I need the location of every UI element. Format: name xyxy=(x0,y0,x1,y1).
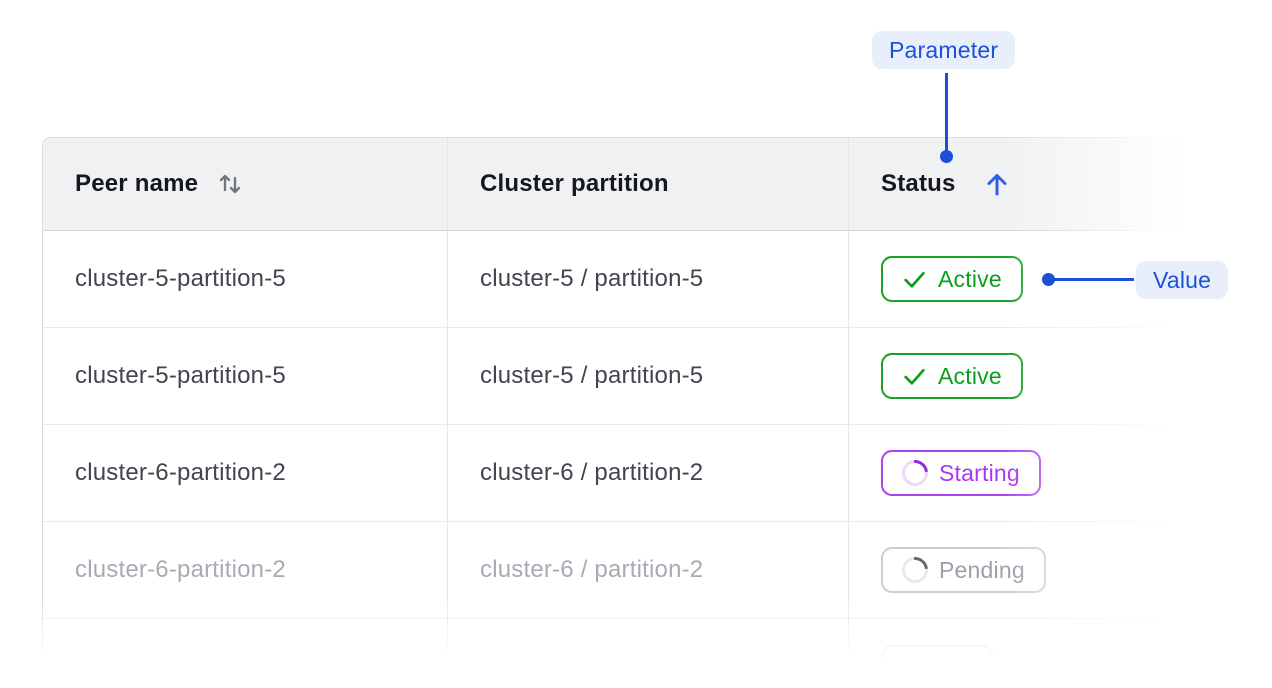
column-header-status[interactable]: Status xyxy=(848,138,1272,230)
cluster-partition-cell: cluster-5 / partition-5 xyxy=(447,328,848,424)
check-icon xyxy=(902,267,927,292)
spinner-icon xyxy=(896,551,934,589)
table-row[interactable] xyxy=(43,619,1272,688)
cluster-partition-cell xyxy=(447,619,848,688)
value-annotation-badge: Value xyxy=(1136,261,1229,299)
check-icon xyxy=(902,364,927,389)
status-cell xyxy=(848,619,1272,688)
cluster-partition-cell: cluster-5 / partition-5 xyxy=(447,231,848,327)
column-header-label: Status xyxy=(881,170,956,197)
status-badge: Active xyxy=(881,256,1023,302)
column-header-cluster-partition[interactable]: Cluster partition xyxy=(447,138,848,230)
cluster-partition-cell: cluster-6 / partition-2 xyxy=(447,522,848,618)
table-row[interactable]: cluster-6-partition-2 cluster-6 / partit… xyxy=(43,522,1272,619)
value-connector-line xyxy=(1052,278,1134,281)
table-header-row: Peer name Cluster partition Status xyxy=(43,138,1272,231)
table-body: cluster-5-partition-5 cluster-5 / partit… xyxy=(43,231,1272,688)
peer-name-cell: cluster-5-partition-5 xyxy=(43,328,447,424)
peer-name-cell: cluster-5-partition-5 xyxy=(43,231,447,327)
parameter-annotation-badge: Parameter xyxy=(872,31,1016,69)
status-badge: Active xyxy=(881,353,1023,399)
peers-table: Peer name Cluster partition Status xyxy=(42,137,1272,688)
table-row[interactable]: cluster-5-partition-5 cluster-5 / partit… xyxy=(43,328,1272,425)
sort-both-icon[interactable] xyxy=(216,170,244,198)
status-label: Active xyxy=(938,362,1002,389)
cluster-partition-text: cluster-6 / partition-2 xyxy=(480,459,704,486)
peer-name-text: cluster-5-partition-5 xyxy=(75,362,286,389)
table-row[interactable]: cluster-6-partition-2 cluster-6 / partit… xyxy=(43,425,1272,522)
status-label: Active xyxy=(938,265,1002,292)
status-cell: Starting xyxy=(848,425,1272,521)
column-header-label: Cluster partition xyxy=(480,170,669,197)
peer-name-cell: cluster-6-partition-2 xyxy=(43,425,447,521)
status-label: Starting xyxy=(939,459,1020,486)
arrow-up-icon[interactable] xyxy=(984,170,1010,198)
cluster-partition-text: cluster-5 / partition-5 xyxy=(480,265,704,292)
cluster-partition-cell: cluster-6 / partition-2 xyxy=(447,425,848,521)
cluster-partition-text: cluster-5 / partition-5 xyxy=(480,362,704,389)
status-badge xyxy=(881,645,993,688)
column-header-label: Peer name xyxy=(75,170,199,197)
peer-name-cell xyxy=(43,619,447,688)
peer-name-text: cluster-6-partition-2 xyxy=(75,459,286,486)
status-cell: Active xyxy=(848,328,1272,424)
status-badge: Pending xyxy=(881,547,1046,593)
peer-name-text: cluster-6-partition-2 xyxy=(75,556,286,583)
peer-name-cell: cluster-6-partition-2 xyxy=(43,522,447,618)
column-header-peer-name[interactable]: Peer name xyxy=(43,138,447,230)
status-badge: Starting xyxy=(881,450,1041,496)
parameter-connector-dot xyxy=(940,150,953,163)
spinner-icon xyxy=(896,454,934,492)
status-label: Pending xyxy=(939,556,1025,583)
cluster-partition-text: cluster-6 / partition-2 xyxy=(480,556,704,583)
status-cell: Pending xyxy=(848,522,1272,618)
peer-name-text: cluster-5-partition-5 xyxy=(75,265,286,292)
parameter-connector-line xyxy=(945,73,948,151)
